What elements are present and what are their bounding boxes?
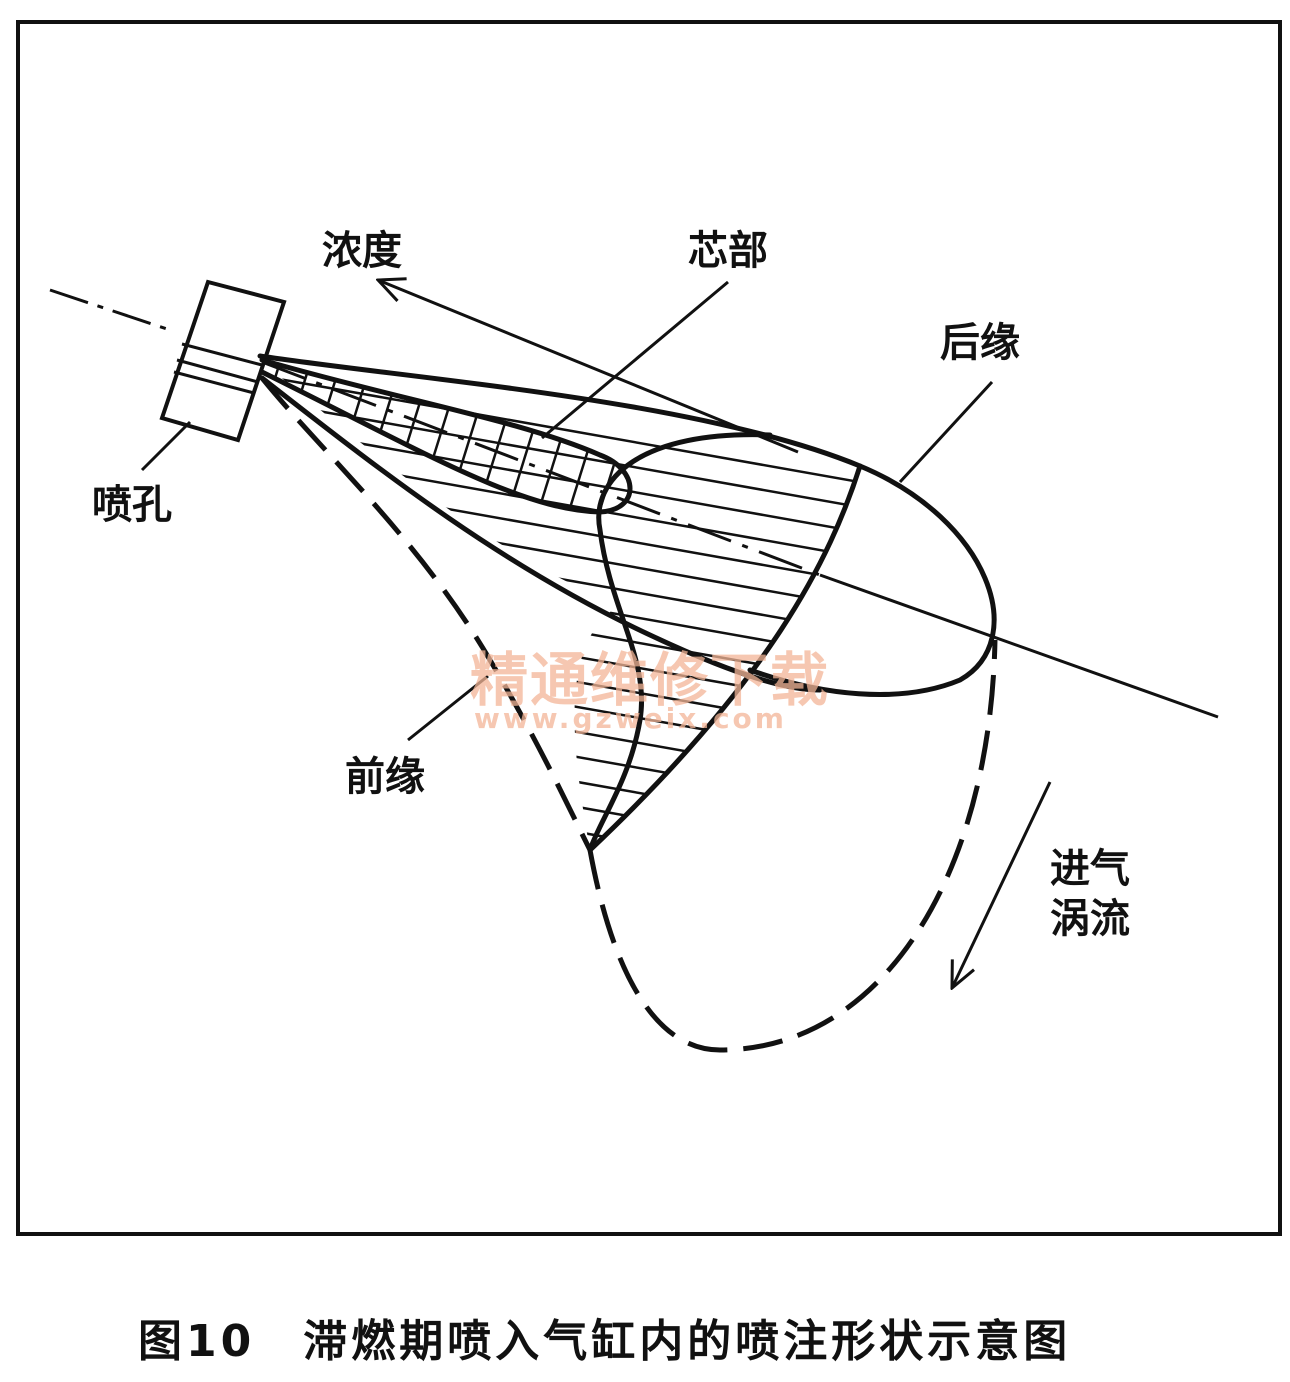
dashed-outlines	[260, 376, 998, 1053]
spray-axis-left	[49, 288, 171, 332]
core-leader	[541, 280, 729, 440]
intake-swirl-arrow	[952, 781, 1052, 988]
spray-lower-boundary	[259, 375, 823, 693]
leading-edge-leader	[407, 674, 489, 742]
front-edge-curve	[587, 432, 773, 853]
label-trailing-edge: 后缘	[940, 320, 1020, 366]
leader-lines	[140, 280, 994, 742]
watermark-title: 精通维修下载	[470, 646, 830, 714]
spray-outlines	[257, 353, 997, 853]
label-leading-edge: 前缘	[345, 754, 425, 800]
dashed-lower-boundary	[260, 376, 593, 852]
label-nozzle-hole: 喷孔	[92, 482, 172, 528]
spray-axis-right	[819, 573, 1219, 719]
label-core: 芯部	[688, 228, 768, 274]
leading-edge-outline	[587, 463, 863, 853]
dashed-swirl-tail	[587, 639, 998, 1053]
spray-axis	[261, 360, 821, 577]
trailing-edge-outline	[747, 463, 997, 697]
nozzle-leader	[140, 420, 192, 472]
core-outline	[259, 357, 633, 515]
nozzle	[159, 279, 287, 443]
diagram-frame	[16, 20, 1282, 1236]
concentration-arrow	[378, 280, 799, 454]
watermark-url: www.gzweix.com	[474, 702, 787, 735]
trailing-edge-leader	[898, 380, 994, 484]
label-concentration: 浓度	[322, 228, 402, 274]
label-intake-swirl-2: 涡流	[1050, 896, 1130, 942]
label-intake-swirl-1: 进气	[1050, 846, 1130, 892]
spray-upper-boundary	[257, 353, 863, 469]
figure-caption: 图10 滞燃期喷入气缸内的喷注形状示意图	[138, 1316, 1071, 1367]
